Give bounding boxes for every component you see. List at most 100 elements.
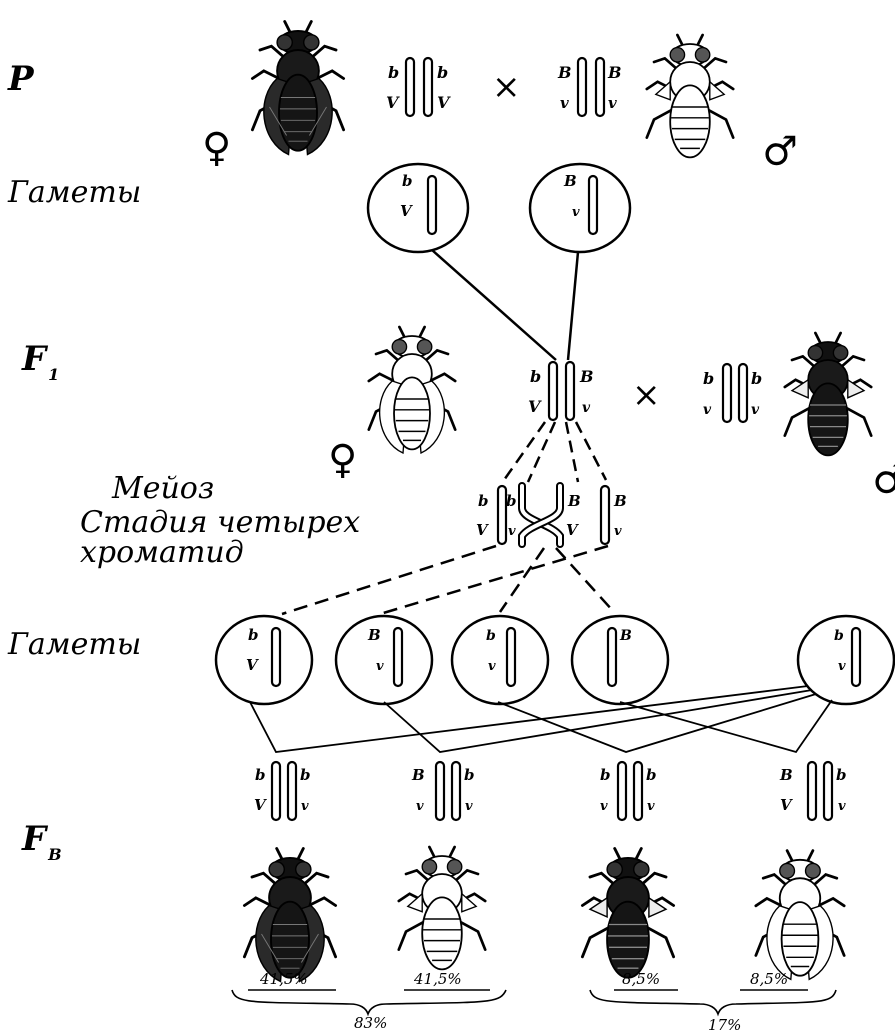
gamete-bv: b v (452, 616, 548, 704)
cross-line (568, 252, 578, 360)
allele-label: v (560, 94, 569, 112)
allele-label: B (557, 63, 572, 82)
svg-text:v: v (838, 799, 846, 814)
allele-label: v (508, 524, 516, 539)
percentage-label: 41,5% (260, 972, 308, 987)
parental-total-label: 83% (354, 1016, 387, 1031)
generation-label-p: P (8, 62, 34, 96)
allele-label: b (388, 63, 399, 82)
svg-text:b: b (255, 766, 266, 784)
allele-label: b (437, 63, 448, 82)
fb-letter: F (22, 819, 46, 859)
allele-label: V (386, 93, 400, 112)
offspring-genotype-Bbvv: B v b v (411, 762, 475, 820)
svg-text:b: b (834, 628, 844, 644)
four-chromatid-stage-label: Стадия четырех (80, 508, 360, 538)
allele-label: v (703, 402, 712, 418)
cross-symbol: × (492, 70, 521, 104)
offspring-fly-dark-normal (244, 849, 335, 982)
allele-label: b (530, 367, 541, 386)
svg-text:v: v (376, 659, 384, 674)
svg-text:v: v (600, 799, 608, 814)
allele-label: v (614, 524, 622, 539)
svg-text:b: b (300, 766, 311, 784)
allele-label: b (506, 492, 517, 510)
allele-label: B (567, 492, 581, 510)
allele-label: V (566, 521, 579, 539)
svg-text:b: b (600, 766, 611, 784)
female-symbol: ♀ (328, 440, 357, 480)
gamete-formation-lines (282, 546, 614, 614)
parent-female-genotype: b V b V (386, 58, 451, 116)
svg-text:B: B (367, 626, 381, 644)
f1-subscript: 1 (48, 365, 59, 384)
allele-label: B (563, 172, 577, 190)
svg-text:v: v (488, 659, 496, 674)
female-symbol: ♀ (202, 128, 231, 168)
svg-text:v: v (465, 799, 473, 814)
parent-male-genotype: B v B v (557, 58, 622, 116)
offspring-genotype-bbvv: b v b v (600, 762, 657, 820)
svg-text:V: V (780, 796, 793, 814)
percentage-label: 8,5% (622, 972, 660, 987)
cross-symbol: × (632, 378, 661, 412)
offspring-genotype-bbVv: b V b v (254, 762, 311, 820)
gametes-label: Гаметы (8, 630, 141, 660)
percentage-braces (232, 990, 836, 1014)
allele-label: V (400, 202, 413, 220)
allele-label: v (582, 400, 591, 416)
f1-female-fly (369, 327, 455, 453)
svg-text:B: B (779, 766, 793, 784)
f1-letter: F (22, 339, 46, 379)
f1-female-genotype: b V B v (528, 362, 594, 420)
fb-subscript: B (48, 845, 62, 864)
svg-text:v: v (838, 659, 846, 674)
allele-label: B (613, 492, 627, 510)
svg-text:B: B (411, 766, 425, 784)
male-symbol: ♂ (762, 132, 798, 172)
f1-male-genotype: b v b v (703, 364, 762, 422)
gamete-circle (530, 164, 630, 252)
gamete-Bv: B v (336, 616, 432, 704)
gamete-bV: b V (216, 616, 312, 704)
meiosis-lines (504, 422, 606, 482)
svg-text:v: v (416, 799, 424, 814)
testcross-lines (250, 686, 832, 752)
gamete-BV: B (572, 616, 668, 704)
allele-label: v (608, 94, 617, 112)
gamete-circle (368, 164, 468, 252)
percentage-label: 8,5% (750, 972, 788, 987)
allele-label: b (703, 369, 714, 388)
svg-text:b: b (486, 628, 496, 644)
offspring-genotype-BbVv: B V b v (779, 762, 847, 820)
parent-male-fly (647, 35, 733, 157)
allele-label: b (751, 369, 762, 388)
male-symbol: ♂ (872, 460, 895, 500)
allele-label: V (476, 521, 489, 539)
allele-label: B (607, 63, 622, 82)
f1-male-fly (785, 333, 871, 455)
percentage-label: 41,5% (414, 972, 462, 987)
svg-text:V: V (254, 796, 267, 814)
svg-text:V: V (246, 656, 259, 674)
parent-female-fly (252, 21, 343, 154)
offspring-fly-light-vestigial (399, 847, 485, 969)
meiosis-label: Мейоз (112, 474, 214, 504)
allele-label: V (437, 93, 451, 112)
allele-label: b (402, 172, 413, 190)
allele-label: B (579, 367, 594, 386)
offspring-fly-light-normal (756, 851, 844, 980)
recombinant-total-label: 17% (708, 1018, 741, 1033)
offspring-fly-dark-vestigial (582, 849, 673, 978)
cross-line (432, 250, 556, 360)
svg-text:b: b (248, 626, 259, 644)
gamete-male-bv: b v (798, 616, 894, 704)
chromatids-label: хроматид (80, 538, 244, 568)
tetrad-chromatids: b V b v B V B v (476, 486, 627, 544)
allele-label: v (751, 402, 760, 418)
svg-text:b: b (464, 766, 475, 784)
allele-label: b (478, 492, 489, 510)
allele-label: V (528, 397, 542, 416)
